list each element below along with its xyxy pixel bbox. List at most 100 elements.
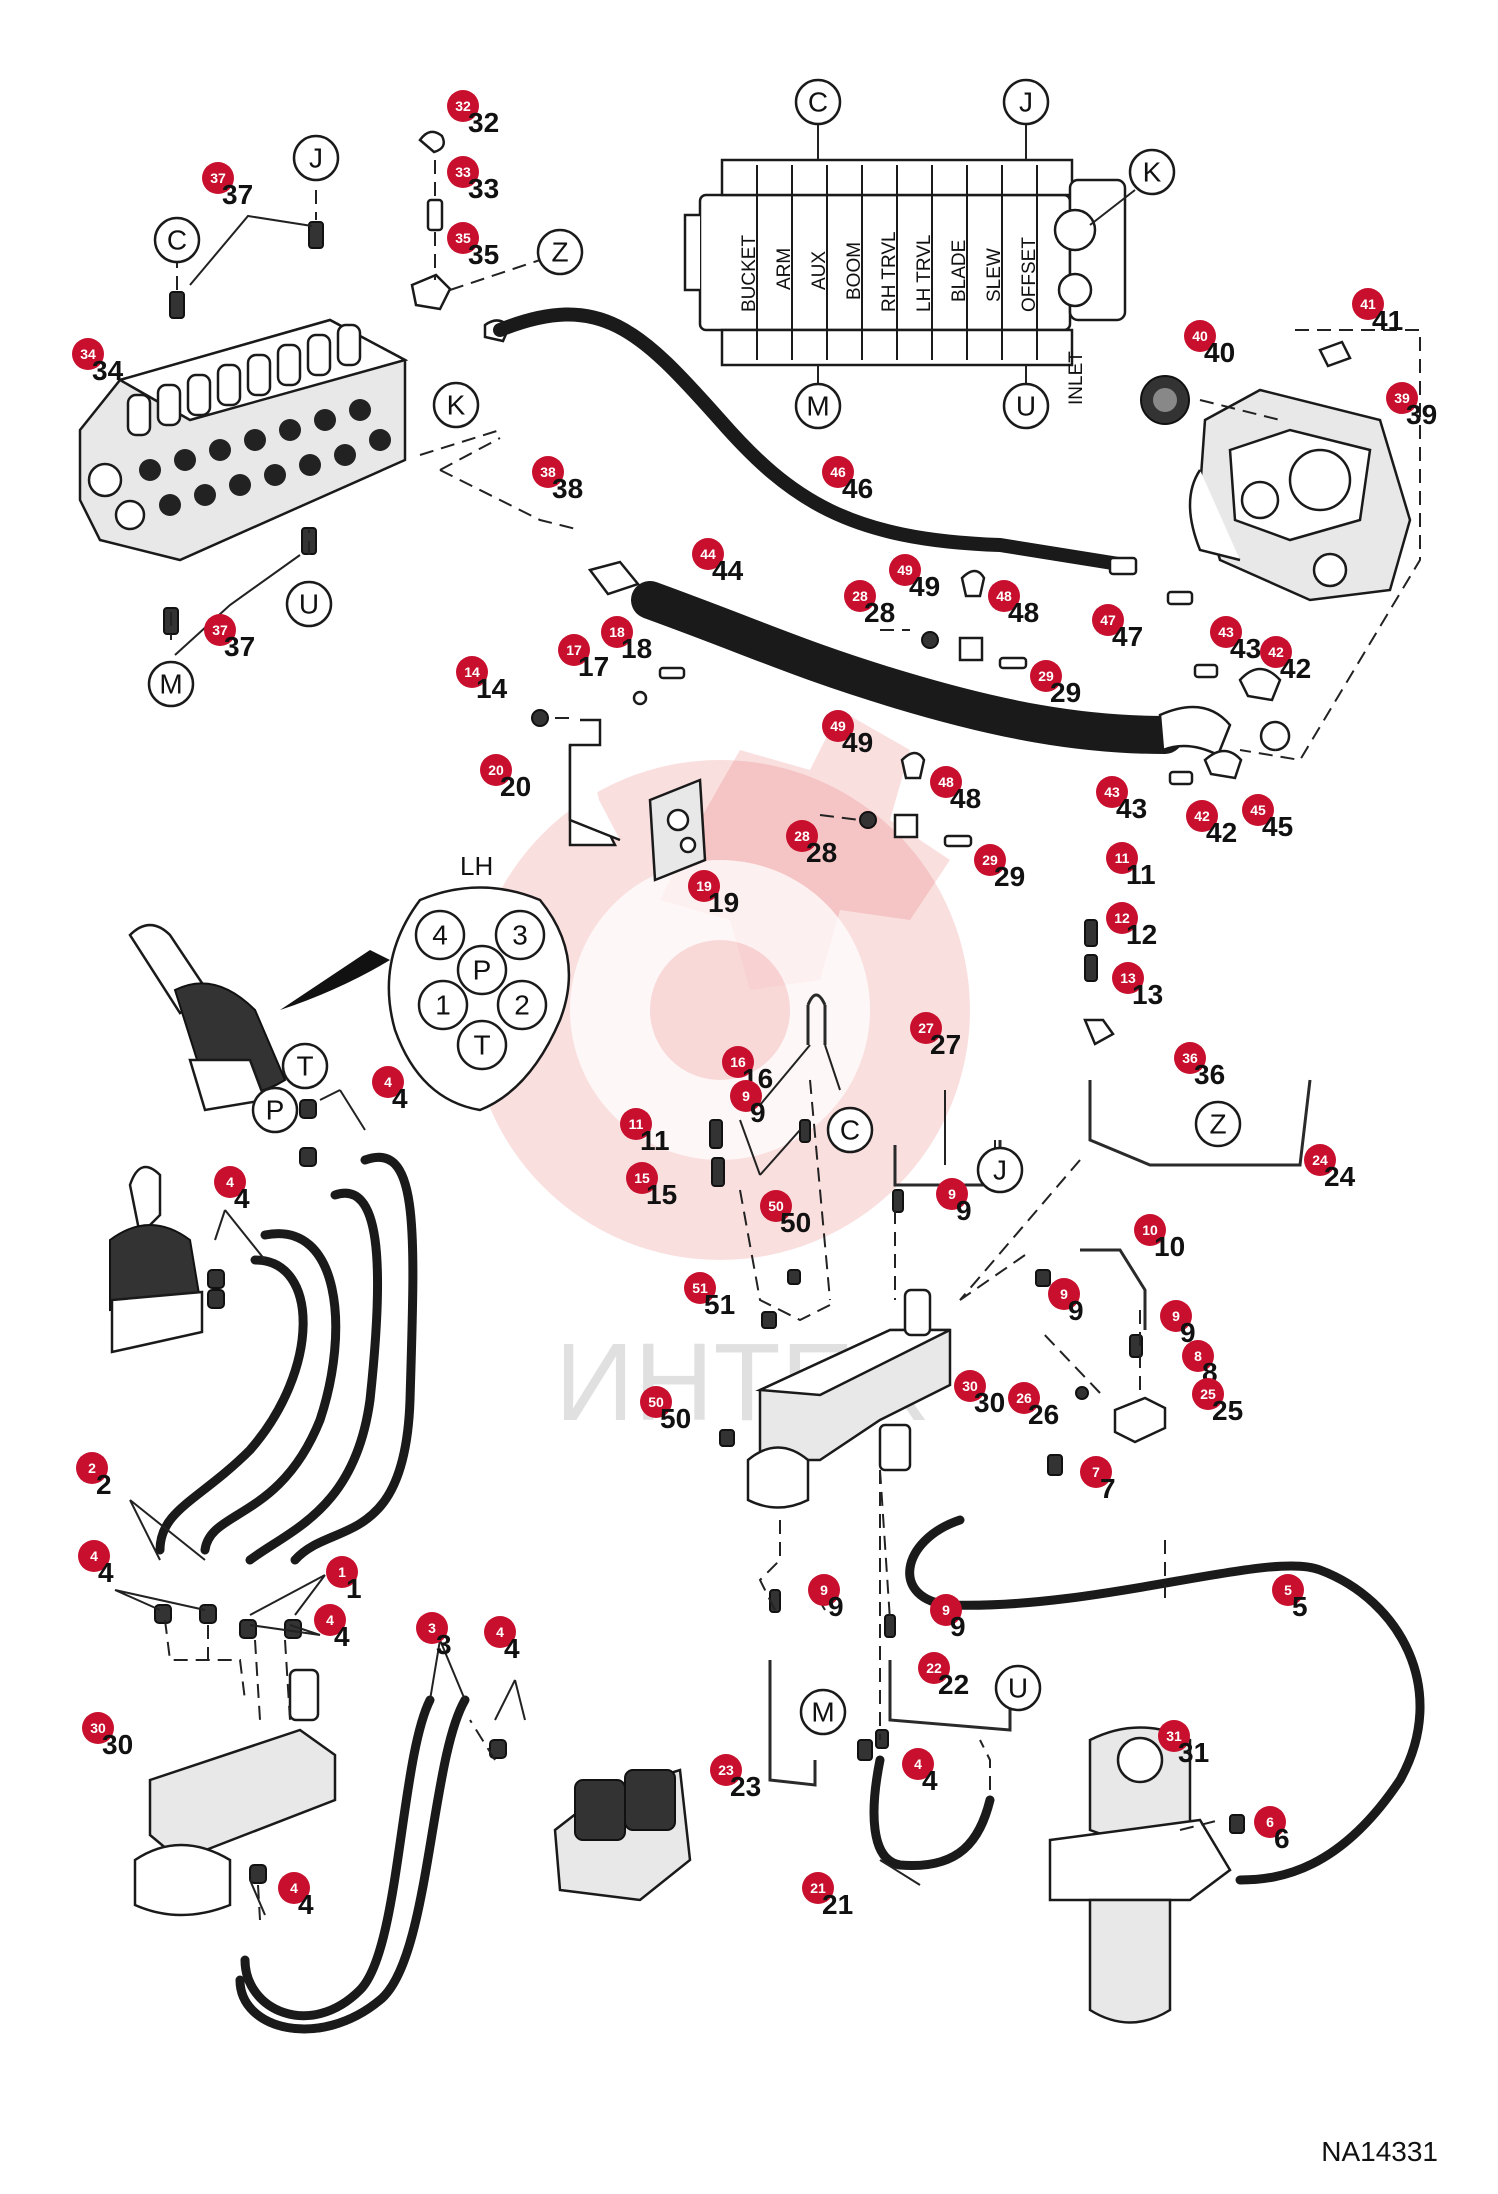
callout-j-mid: J [993, 1155, 1007, 1186]
callout-m-left: M [159, 669, 182, 700]
badge-36: 36 [1182, 1050, 1198, 1066]
num-15: 15 [646, 1179, 677, 1210]
num-4-joystick: 4 [392, 1083, 408, 1114]
num-9-b: 9 [956, 1195, 972, 1226]
tube-24 [1088, 1079, 1312, 1167]
callout-u-low: U [1008, 1673, 1028, 1704]
num-12: 12 [1126, 919, 1157, 950]
badge-6: 6 [1266, 1814, 1274, 1830]
fitting-35 [410, 273, 452, 311]
num-49-upper: 49 [909, 571, 940, 602]
joystick-lh [128, 923, 287, 1112]
num-10: 10 [1154, 1231, 1185, 1262]
bolt-29-lower [943, 834, 973, 848]
num-38: 38 [552, 473, 583, 504]
badge-33: 33 [455, 164, 471, 180]
num-33: 33 [468, 173, 499, 204]
badge-3: 3 [428, 1620, 436, 1636]
watermark-gear [470, 710, 970, 1260]
badge-45: 45 [1250, 802, 1266, 818]
num-19: 19 [708, 887, 739, 918]
part-number-leaders [114, 1044, 1031, 1916]
badge-38: 38 [540, 464, 556, 480]
num-9-e: 9 [828, 1591, 844, 1622]
num-47: 47 [1112, 621, 1143, 652]
badge-39: 39 [1394, 390, 1410, 406]
callout-c-mid: C [840, 1115, 860, 1146]
badge-2: 2 [88, 1460, 96, 1476]
badge-14: 14 [464, 664, 480, 680]
num-50-lower: 50 [660, 1403, 691, 1434]
num-23: 23 [730, 1771, 761, 1802]
badge-44: 44 [700, 546, 716, 562]
num-43-lower: 43 [1116, 793, 1147, 824]
num-7: 7 [1100, 1473, 1116, 1504]
num-11-left: 11 [640, 1125, 670, 1156]
callout-j-left: J [309, 143, 323, 174]
badge-46: 46 [830, 464, 846, 480]
num-45: 45 [1262, 811, 1293, 842]
callout-c-top: C [808, 87, 828, 118]
badge-4-rh: 4 [226, 1174, 234, 1190]
badge-4-mid: 4 [326, 1612, 334, 1628]
fitting-33 [426, 198, 444, 232]
num-30-left: 30 [102, 1729, 133, 1760]
fitting-37-left [169, 291, 185, 319]
num-31: 31 [1178, 1737, 1209, 1768]
washer-17 [632, 690, 648, 706]
num-14: 14 [476, 673, 508, 704]
badge-34: 34 [80, 346, 96, 362]
callout-u-left: U [299, 589, 319, 620]
clip-48-upper [958, 636, 984, 662]
callout-c-left: C [167, 225, 187, 256]
pump-assembly [1188, 388, 1412, 602]
tube-10 [1080, 1248, 1147, 1330]
badge-16: 16 [730, 1054, 746, 1070]
num-29-lower: 29 [994, 861, 1025, 892]
badge-17: 17 [566, 642, 582, 658]
badge-11-left: 11 [629, 1116, 644, 1132]
num-48-lower: 48 [950, 783, 981, 814]
num-2: 2 [96, 1469, 112, 1500]
num-28-upper: 28 [864, 597, 895, 628]
fitting-hose-46-end [1108, 556, 1138, 576]
num-40: 40 [1204, 337, 1235, 368]
num-29-upper: 29 [1050, 677, 1081, 708]
badge-30-left: 30 [90, 1720, 106, 1736]
num-27: 27 [930, 1029, 961, 1060]
badge-26: 26 [1016, 1390, 1032, 1406]
num-24: 24 [1324, 1161, 1356, 1192]
port-2: 2 [514, 990, 530, 1021]
num-30-center: 30 [974, 1387, 1005, 1418]
num-51: 51 [704, 1289, 735, 1320]
tube-16 [806, 993, 827, 1045]
badge-4-joystick: 4 [384, 1074, 392, 1090]
num-39: 39 [1406, 399, 1437, 430]
num-26: 26 [1028, 1399, 1059, 1430]
num-9-d: 9 [1180, 1317, 1196, 1348]
badge-4-center: 4 [914, 1756, 922, 1772]
hoses-left-cluster [155, 1152, 470, 2034]
badge-19: 19 [696, 878, 712, 894]
callout-j-top: J [1019, 87, 1033, 118]
manifold-30-left [133, 1668, 337, 1917]
badge-37-bottom: 37 [212, 622, 228, 638]
callout-z-left: Z [551, 237, 568, 268]
badge-13: 13 [1120, 970, 1136, 986]
num-42-lower: 42 [1206, 817, 1237, 848]
badge-23: 23 [718, 1762, 734, 1778]
badge-22: 22 [926, 1660, 942, 1676]
badge-49-upper: 49 [897, 562, 913, 578]
foot-pedal [553, 1768, 692, 1902]
badge-9-b: 9 [948, 1186, 956, 1202]
bolt-41 [1318, 340, 1352, 368]
letter-callouts: C J M U K J C Z K U M C J Z M U T P [147, 78, 1242, 1736]
hose-44 [631, 581, 1184, 754]
badge-9-f: 9 [942, 1602, 950, 1618]
badge-29-upper: 29 [1038, 668, 1054, 684]
callout-m-low: M [811, 1697, 834, 1728]
callout-k-top: K [1143, 157, 1162, 188]
num-9-f: 9 [950, 1611, 966, 1642]
bolt-43-lower [1168, 770, 1194, 786]
